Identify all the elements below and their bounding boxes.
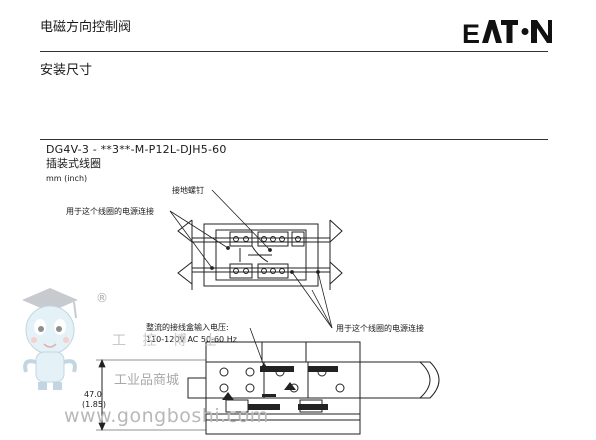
eaton-logo: E (462, 19, 552, 46)
watermark-mall: 工业品商城 (114, 373, 180, 388)
dimension-inch: (1.85) (82, 400, 107, 409)
model-subtitle: 插装式线圈 (46, 157, 101, 170)
voltage-label: 110-120V AC 50-60 Hz (146, 335, 237, 344)
coil-power-right-label: 用于这个线圈的电源连接 (336, 324, 424, 333)
mascot-icon (22, 288, 78, 390)
ground-screw-label: 接地螺钉 (172, 186, 204, 195)
model-code: DG4V-3 - **3**-M-P12L-DJH5-60 (46, 143, 227, 156)
page-title: 电磁方向控制阀 (40, 20, 132, 35)
section-title: 安装尺寸 (40, 63, 93, 78)
registered-icon: ® (96, 291, 108, 305)
watermark-url: www.gongboshi.com (64, 405, 269, 427)
watermark-brand: 工 控 博 士 (112, 333, 224, 349)
section-divider (40, 139, 548, 140)
svg-text:E: E (462, 19, 479, 46)
unit-note: mm (inch) (46, 174, 88, 183)
header-divider (40, 51, 548, 52)
dimension-mm: 47.0 (84, 390, 102, 399)
coil-power-left-label: 用于这个线圈的电源连接 (66, 207, 154, 216)
junction-input-label: 整流的接线盒输入电压: (146, 323, 229, 332)
